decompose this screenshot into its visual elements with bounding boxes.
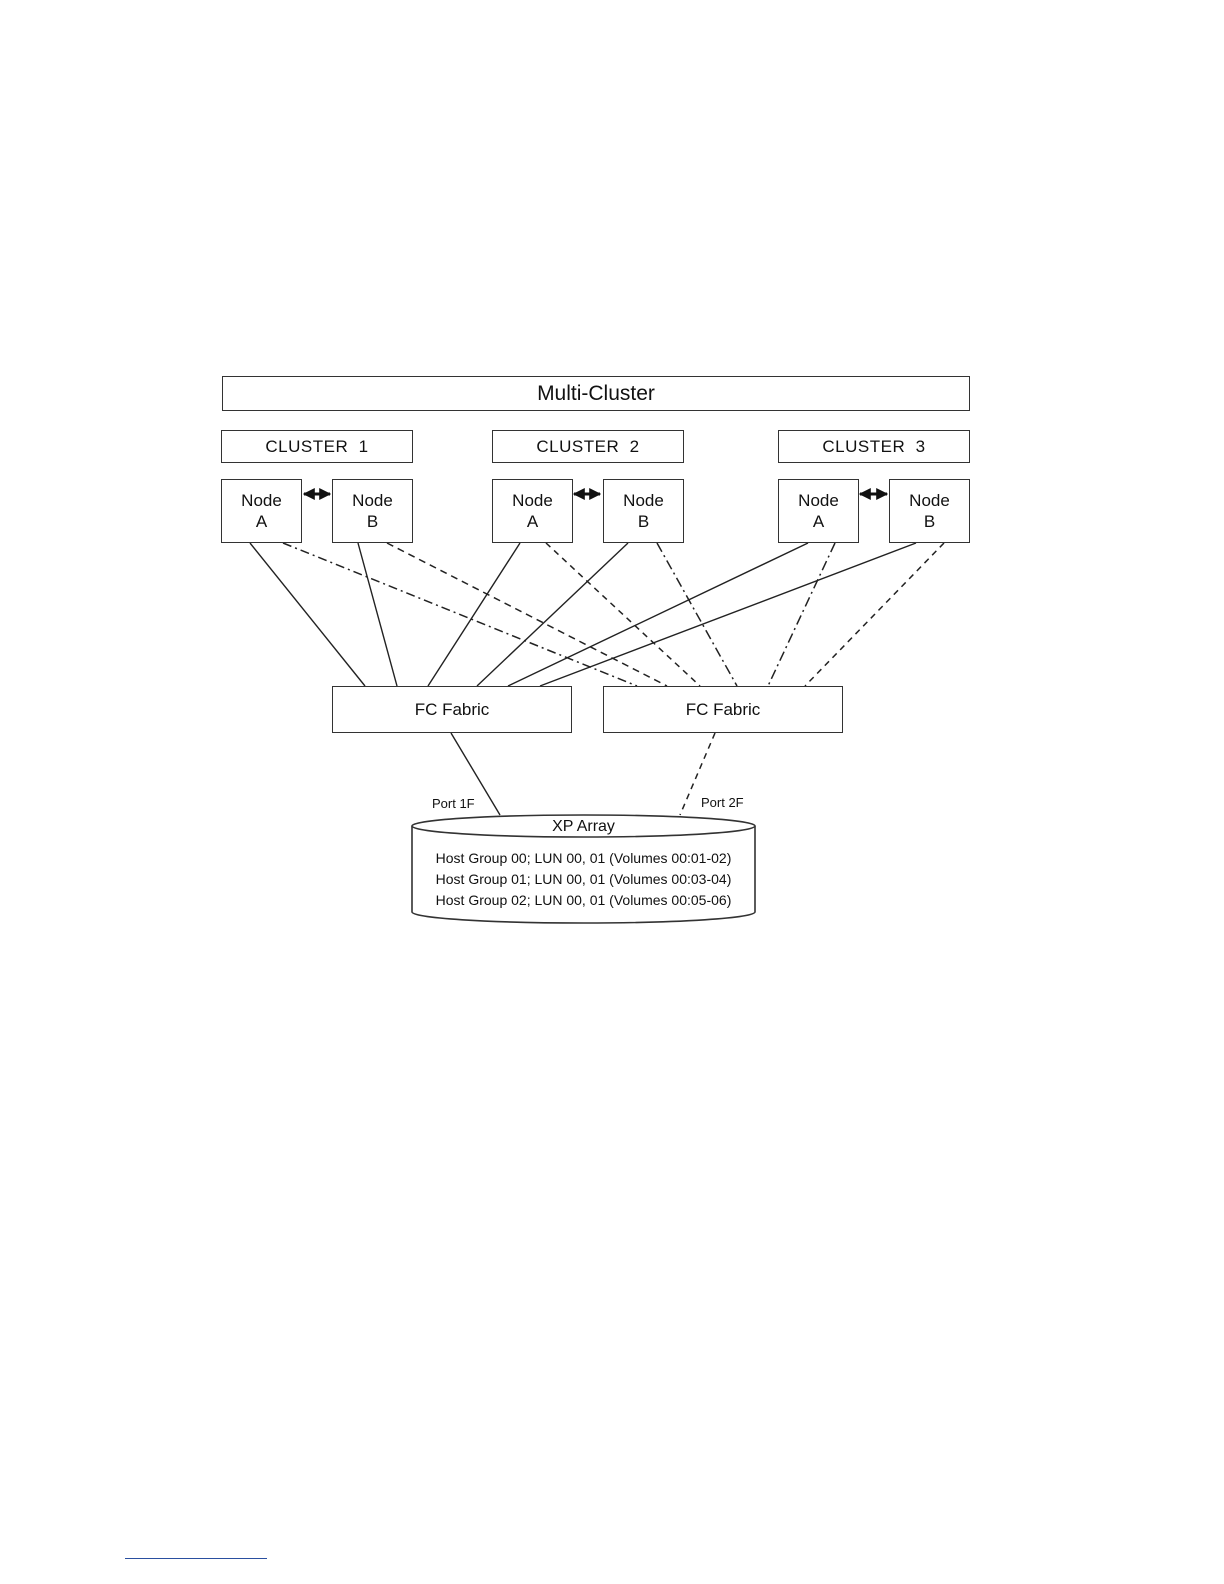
fc-fabric-1: FC Fabric: [332, 686, 572, 733]
cluster-1-label-box: CLUSTER 1: [221, 430, 413, 463]
host-group-02-line: Host Group 02; LUN 00, 01 (Volumes 00:05…: [412, 892, 755, 908]
link-c3-node-b-to-fabric-1: [540, 543, 916, 686]
link-c2-node-a-to-fabric-1: [428, 543, 520, 686]
node-letter: A: [813, 511, 824, 532]
link-c1-node-b-to-fabric-1: [358, 543, 397, 686]
link-c2-node-a-to-fabric-2: [546, 543, 700, 686]
cluster-3-node-b: Node B: [889, 479, 970, 543]
link-c1-node-a-to-fabric-2: [283, 543, 637, 686]
node-label: Node: [798, 490, 839, 511]
cluster-1-node-b: Node B: [332, 479, 413, 543]
multi-cluster-title-box: Multi-Cluster: [222, 376, 970, 411]
xp-array-title: XP Array: [412, 818, 755, 836]
link-c1-node-b-to-fabric-2: [387, 543, 667, 686]
footnote-separator: [125, 1558, 267, 1559]
cluster-1-label: CLUSTER 1: [265, 437, 368, 457]
node-letter: B: [367, 511, 378, 532]
cluster-3-label-box: CLUSTER 3: [778, 430, 970, 463]
port-1f-label: Port 1F: [432, 796, 475, 811]
fc-fabric-2: FC Fabric: [603, 686, 843, 733]
link-c1-node-a-to-fabric-1: [250, 543, 365, 686]
cluster-1-node-a: Node A: [221, 479, 302, 543]
node-label: Node: [909, 490, 950, 511]
cluster-3-label: CLUSTER 3: [822, 437, 925, 457]
host-group-00-line: Host Group 00; LUN 00, 01 (Volumes 00:01…: [412, 850, 755, 866]
port-2f-label: Port 2F: [701, 795, 744, 810]
cluster-2-node-a: Node A: [492, 479, 573, 543]
host-group-01-line: Host Group 01; LUN 00, 01 (Volumes 00:03…: [412, 871, 755, 887]
node-label: Node: [512, 490, 553, 511]
cluster-2-label-box: CLUSTER 2: [492, 430, 684, 463]
node-label: Node: [352, 490, 393, 511]
fc-fabric-2-label: FC Fabric: [686, 700, 761, 720]
node-letter: A: [256, 511, 267, 532]
cluster-2-label: CLUSTER 2: [536, 437, 639, 457]
node-letter: A: [527, 511, 538, 532]
cluster-2-node-b: Node B: [603, 479, 684, 543]
link-c2-node-b-to-fabric-2: [657, 543, 737, 686]
node-letter: B: [638, 511, 649, 532]
node-letter: B: [924, 511, 935, 532]
fc-fabric-1-label: FC Fabric: [415, 700, 490, 720]
multi-cluster-title: Multi-Cluster: [537, 382, 655, 406]
node-label: Node: [623, 490, 664, 511]
link-c3-node-b-to-fabric-2: [805, 543, 944, 686]
cluster-3-node-a: Node A: [778, 479, 859, 543]
node-label: Node: [241, 490, 282, 511]
